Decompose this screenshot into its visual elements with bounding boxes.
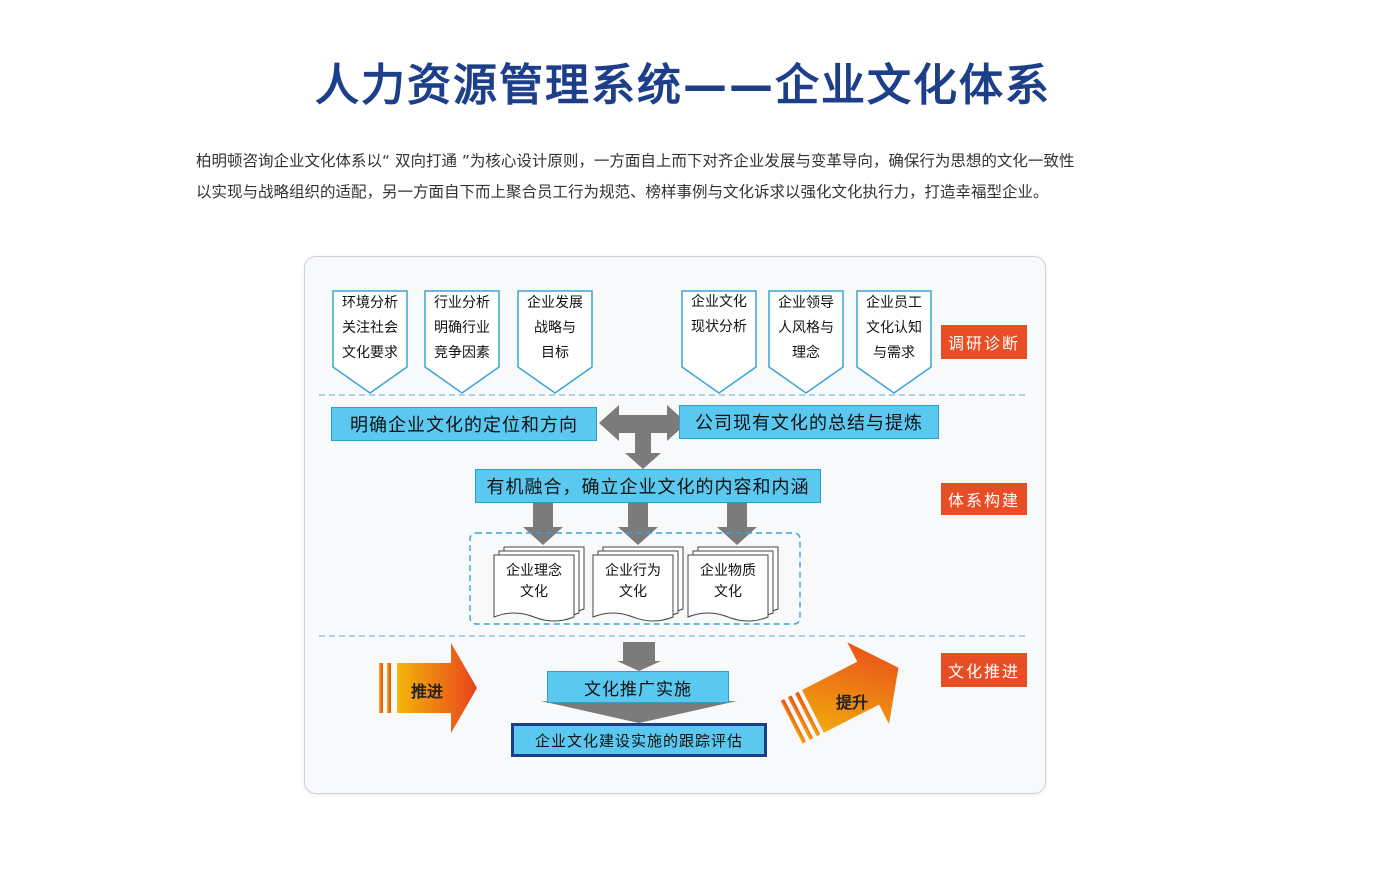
pentagon-shape	[332, 290, 408, 394]
down-arrow-icon	[617, 642, 661, 671]
doc-material-culture: 企业物质 文化	[700, 563, 756, 600]
tracking-bar: 企业文化建设实施的跟踪评估	[511, 723, 767, 757]
push-arrow-icon	[379, 643, 477, 733]
rise-label: 提升	[836, 693, 869, 712]
stage-label-diagnosis: 调研诊断	[941, 325, 1027, 359]
doc-concept-culture: 企业理念 文化	[506, 563, 562, 600]
research-item-environment: 环境分析 关注社会 文化要求	[342, 294, 398, 361]
rise-arrow-icon	[780, 642, 899, 744]
down-arrow-icon	[523, 501, 563, 545]
pentagon-shape	[517, 290, 593, 394]
merge-bar: 有机融合，确立企业文化的内容和内涵	[475, 469, 821, 503]
intro-line-2: 以实现与战略组织的适配，另一方面自下而上聚合员工行为规范、榜样事例与文化诉求以强…	[196, 183, 1049, 201]
research-item-current-culture: 企业文化 现状分析	[691, 294, 747, 335]
summary-bar: 公司现有文化的总结与提炼	[679, 405, 939, 439]
pentagon-shape	[424, 290, 500, 394]
research-item-strategy: 企业发展 战略与 目标	[527, 294, 583, 361]
positioning-bar: 明确企业文化的定位和方向	[331, 407, 597, 441]
research-item-leadership: 企业领导 人风格与 理念	[778, 294, 834, 361]
intro-paragraph: 柏明顿咨询企业文化体系以“ 双向打通 ”为核心设计原则，一方面自上而下对齐企业发…	[196, 146, 1206, 208]
down-arrow-icon	[618, 501, 658, 545]
page-title: 人力资源管理系统——企业文化体系	[315, 60, 1051, 111]
diagram-graphics	[319, 290, 1025, 744]
implement-bar: 文化推广实施	[547, 671, 729, 703]
push-label: 推进	[411, 682, 444, 701]
merge-arrow-icon	[599, 405, 687, 469]
culture-group-frame	[469, 532, 801, 625]
pentagon-shape	[768, 290, 844, 394]
research-item-employees: 企业员工 文化认知 与需求	[866, 294, 922, 361]
stage-label-build: 体系构建	[941, 483, 1027, 515]
chevron-down-icon	[541, 701, 737, 723]
doc-behavior-culture: 企业行为 文化	[605, 563, 661, 600]
document-stack-icon	[592, 546, 684, 622]
diagram-panel: 环境分析 关注社会 文化要求 行业分析 明确行业 竞争因素 企业发展 战略与 目…	[304, 256, 1046, 794]
intro-line-1: 柏明顿咨询企业文化体系以“ 双向打通 ”为核心设计原则，一方面自上而下对齐企业发…	[196, 152, 1075, 170]
pentagon-shape	[856, 290, 932, 394]
stage-label-promote: 文化推进	[941, 653, 1027, 687]
document-stack-icon	[687, 546, 779, 622]
pentagon-shape	[681, 290, 757, 394]
down-arrow-icon	[717, 501, 757, 545]
research-item-industry: 行业分析 明确行业 竞争因素	[434, 294, 490, 361]
document-stack-icon	[493, 546, 585, 622]
